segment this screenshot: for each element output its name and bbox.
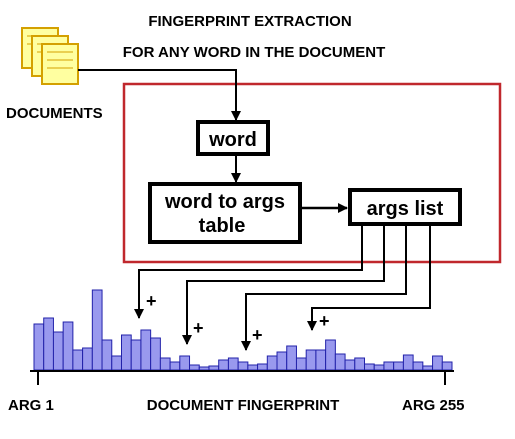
fingerprint-histogram <box>33 289 453 371</box>
histogram-bar <box>208 365 220 371</box>
args-list-box: args list <box>348 188 462 226</box>
histogram-bar <box>344 359 356 371</box>
histogram-bar <box>179 355 191 371</box>
histogram-bar <box>111 355 122 371</box>
histogram-bar <box>266 355 278 371</box>
table-box-label-1: word to args <box>164 191 285 213</box>
plus-sign-4: + <box>319 311 330 331</box>
histogram-bar <box>402 354 414 371</box>
histogram-bar <box>169 361 181 371</box>
histogram-bar <box>393 361 404 371</box>
histogram-bar <box>334 353 346 371</box>
histogram-bar <box>198 366 210 371</box>
axis-label-arg-1: ARG 1 <box>8 397 54 414</box>
arrow-arg-4 <box>307 224 431 331</box>
documents-label: DOCUMENTS <box>6 105 103 122</box>
arrow-arg-2 <box>182 224 385 345</box>
title-line-2: FOR ANY WORD IN THE DOCUMENT <box>123 44 386 61</box>
histogram-bar <box>227 357 239 371</box>
histogram-bar <box>72 349 84 371</box>
extraction-region <box>122 82 502 264</box>
histogram-bar <box>91 289 103 371</box>
histogram-bar <box>364 363 375 371</box>
word-box: word <box>196 120 270 156</box>
title-line-1: FINGERPRINT EXTRACTION <box>148 13 351 30</box>
histogram-bar <box>159 357 171 371</box>
histogram-bar <box>325 339 336 371</box>
histogram-bar <box>218 359 229 371</box>
axis-label-document-fingerprint: DOCUMENT FINGERPRINT <box>147 397 340 414</box>
histogram-bar <box>373 364 385 371</box>
histogram-bar <box>62 321 74 371</box>
arrow-arg-3 <box>241 224 407 351</box>
histogram-bar <box>412 361 424 371</box>
arrow-documents-to-word <box>78 69 241 121</box>
histogram-bar <box>237 361 249 371</box>
histogram-bar <box>295 357 307 371</box>
histogram-bar <box>189 364 200 371</box>
histogram-bar <box>305 349 317 371</box>
histogram-bar <box>441 361 453 371</box>
histogram-bar <box>286 345 297 371</box>
args-list-label: args list <box>367 198 444 220</box>
arrow-arg-1 <box>134 224 363 319</box>
histogram-bar <box>150 337 161 371</box>
histogram-bar <box>383 361 395 371</box>
histogram-bar <box>432 355 443 371</box>
plus-sign-3: + <box>252 325 263 345</box>
histogram-bar <box>354 357 366 371</box>
histogram-bar <box>120 334 132 371</box>
histogram-bar <box>101 339 113 371</box>
plus-sign-2: + <box>193 318 204 338</box>
histogram-bar <box>130 339 142 371</box>
histogram-bar <box>82 347 93 371</box>
documents-icon <box>21 27 79 85</box>
histogram-bar <box>276 351 288 371</box>
plus-sign-1: + <box>146 291 157 311</box>
histogram-bar <box>247 364 259 371</box>
histogram-bar <box>43 317 54 371</box>
histogram-bar <box>422 365 434 371</box>
histogram-bar <box>257 363 268 371</box>
word-to-args-table-box: word to args table <box>148 182 302 244</box>
table-box-label-2: table <box>199 215 246 237</box>
word-box-label: word <box>208 129 257 151</box>
histogram-bar <box>33 323 45 371</box>
histogram-bar <box>52 331 64 371</box>
histogram-bar <box>140 329 152 371</box>
axis-label-arg-255: ARG 255 <box>402 397 465 414</box>
histogram-bar <box>315 349 327 371</box>
